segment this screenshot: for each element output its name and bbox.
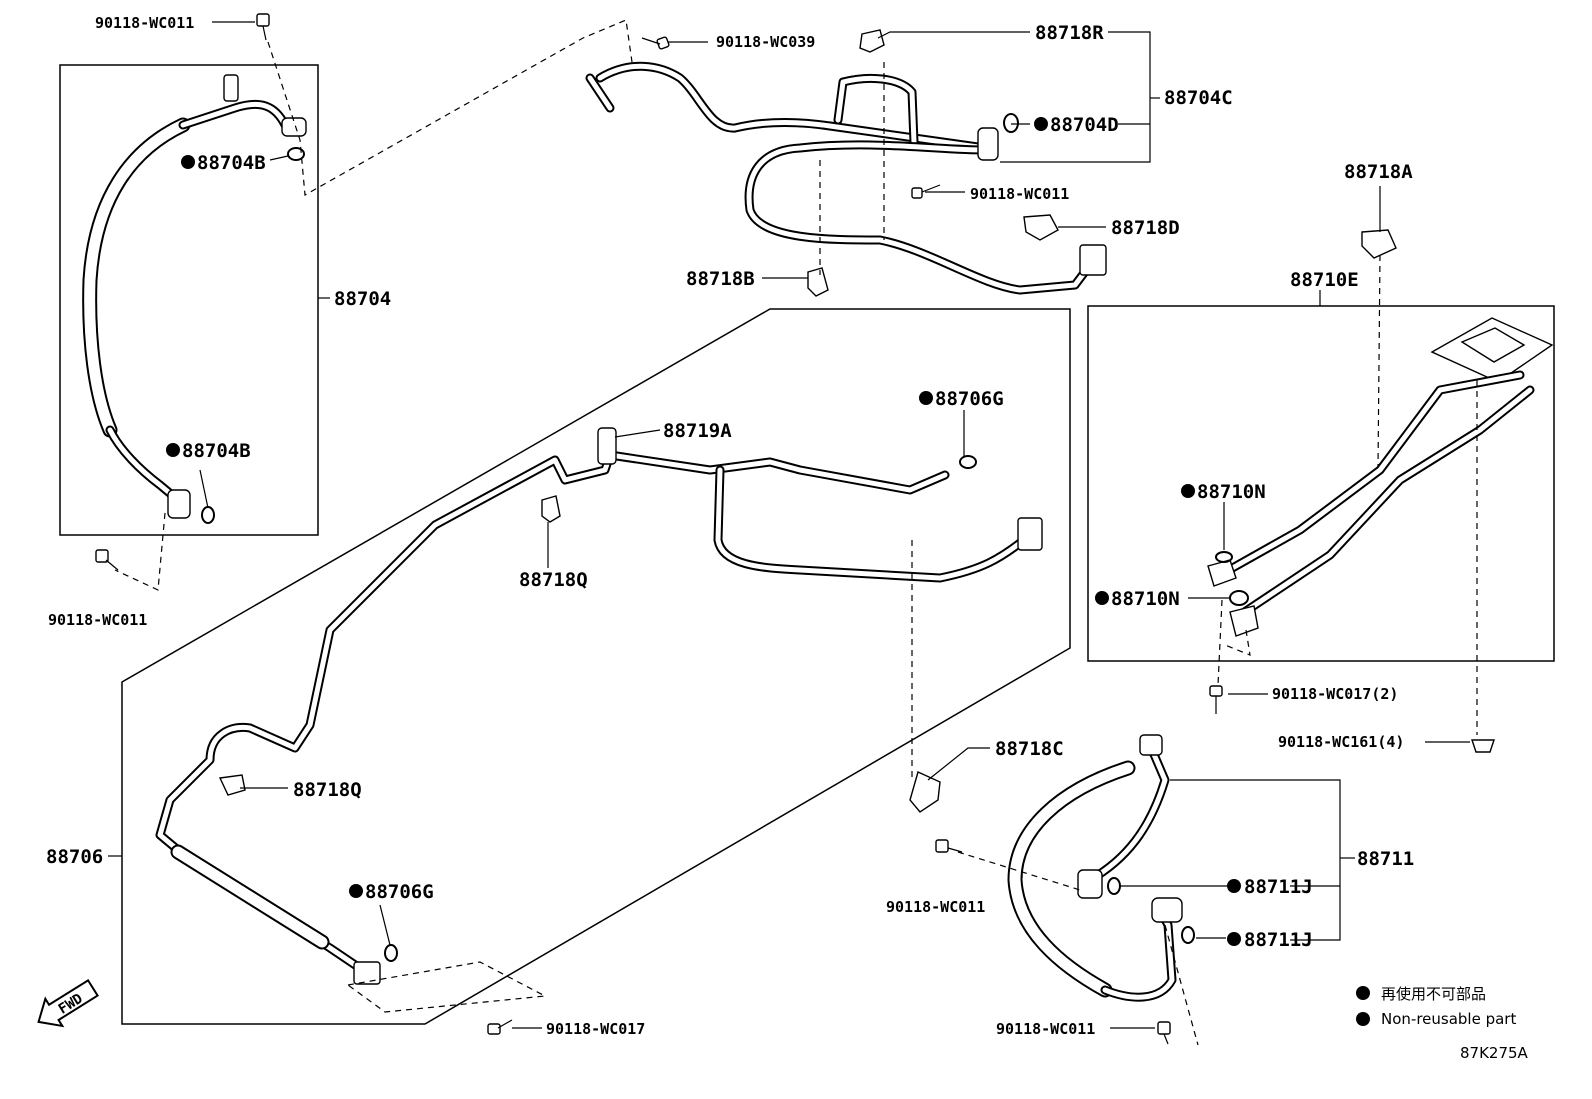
- label-88711: 88711: [1357, 848, 1414, 870]
- label-90118-wc011-d: 90118-WC011: [886, 898, 985, 916]
- leader-lines: [108, 21, 1470, 1029]
- pipe-88706: [155, 427, 1043, 985]
- box-88704: [59, 64, 319, 536]
- non-reusable-marker-icon: [166, 117, 1370, 1026]
- fwd-arrow-icon: FWD: [37, 978, 99, 1028]
- assembly-lines: [114, 19, 1478, 1046]
- label-90118-wc017: 90118-WC017: [546, 1020, 645, 1038]
- label-88718d: 88718D: [1111, 217, 1180, 239]
- box-88710e: [1087, 305, 1555, 662]
- label-90118-wc011-a: 90118-WC011: [95, 14, 194, 32]
- label-88718a: 88718A: [1344, 161, 1413, 183]
- label-88718q-bottom: 88718Q: [293, 779, 362, 801]
- label-88718r: 88718R: [1035, 22, 1104, 44]
- box-88706: [121, 308, 1071, 1025]
- bolt-icon: [95, 13, 1495, 1045]
- legend-text-jp: 再使用不可部品: [1381, 985, 1486, 1003]
- illustration-code: 87K275A: [1460, 1044, 1529, 1062]
- label-90118-wc017-2: 90118-WC017(2): [1272, 685, 1398, 703]
- hose-88711: [1007, 734, 1195, 1002]
- label-90118-wc039: 90118-WC039: [716, 33, 815, 51]
- label-88710e: 88710E: [1290, 269, 1359, 291]
- label-90118-wc011-e: 90118-WC011: [996, 1020, 1095, 1038]
- label-88711j-bottom: 88711J: [1244, 929, 1313, 951]
- label-88718c: 88718C: [995, 738, 1064, 760]
- label-88710n-top: 88710N: [1197, 481, 1266, 503]
- label-90118-wc011-c: 90118-WC011: [48, 611, 147, 629]
- label-88704d: 88704D: [1050, 114, 1119, 136]
- label-90118-wc161-4: 90118-WC161(4): [1278, 733, 1404, 751]
- legend-text-en: Non-reusable part: [1381, 1010, 1516, 1028]
- label-88704: 88704: [334, 288, 391, 310]
- label-88710n-bottom: 88710N: [1111, 588, 1180, 610]
- pipe-88710e: [1207, 229, 1554, 637]
- label-88718q-top: 88718Q: [519, 569, 588, 591]
- label-88706g-bottom: 88706G: [365, 881, 434, 903]
- label-90118-wc011-b: 90118-WC011: [970, 185, 1069, 203]
- label-88718b: 88718B: [686, 268, 755, 290]
- pipe-88704c: [585, 29, 1107, 297]
- label-88704c: 88704C: [1164, 87, 1233, 109]
- hose-88704: [82, 74, 307, 524]
- label-88706g-top: 88706G: [935, 388, 1004, 410]
- label-88704b-top: 88704B: [197, 152, 266, 174]
- label-88719a: 88719A: [663, 420, 732, 442]
- label-88711j-top: 88711J: [1244, 876, 1313, 898]
- label-88706: 88706: [46, 846, 103, 868]
- label-88704b-bottom: 88704B: [182, 440, 251, 462]
